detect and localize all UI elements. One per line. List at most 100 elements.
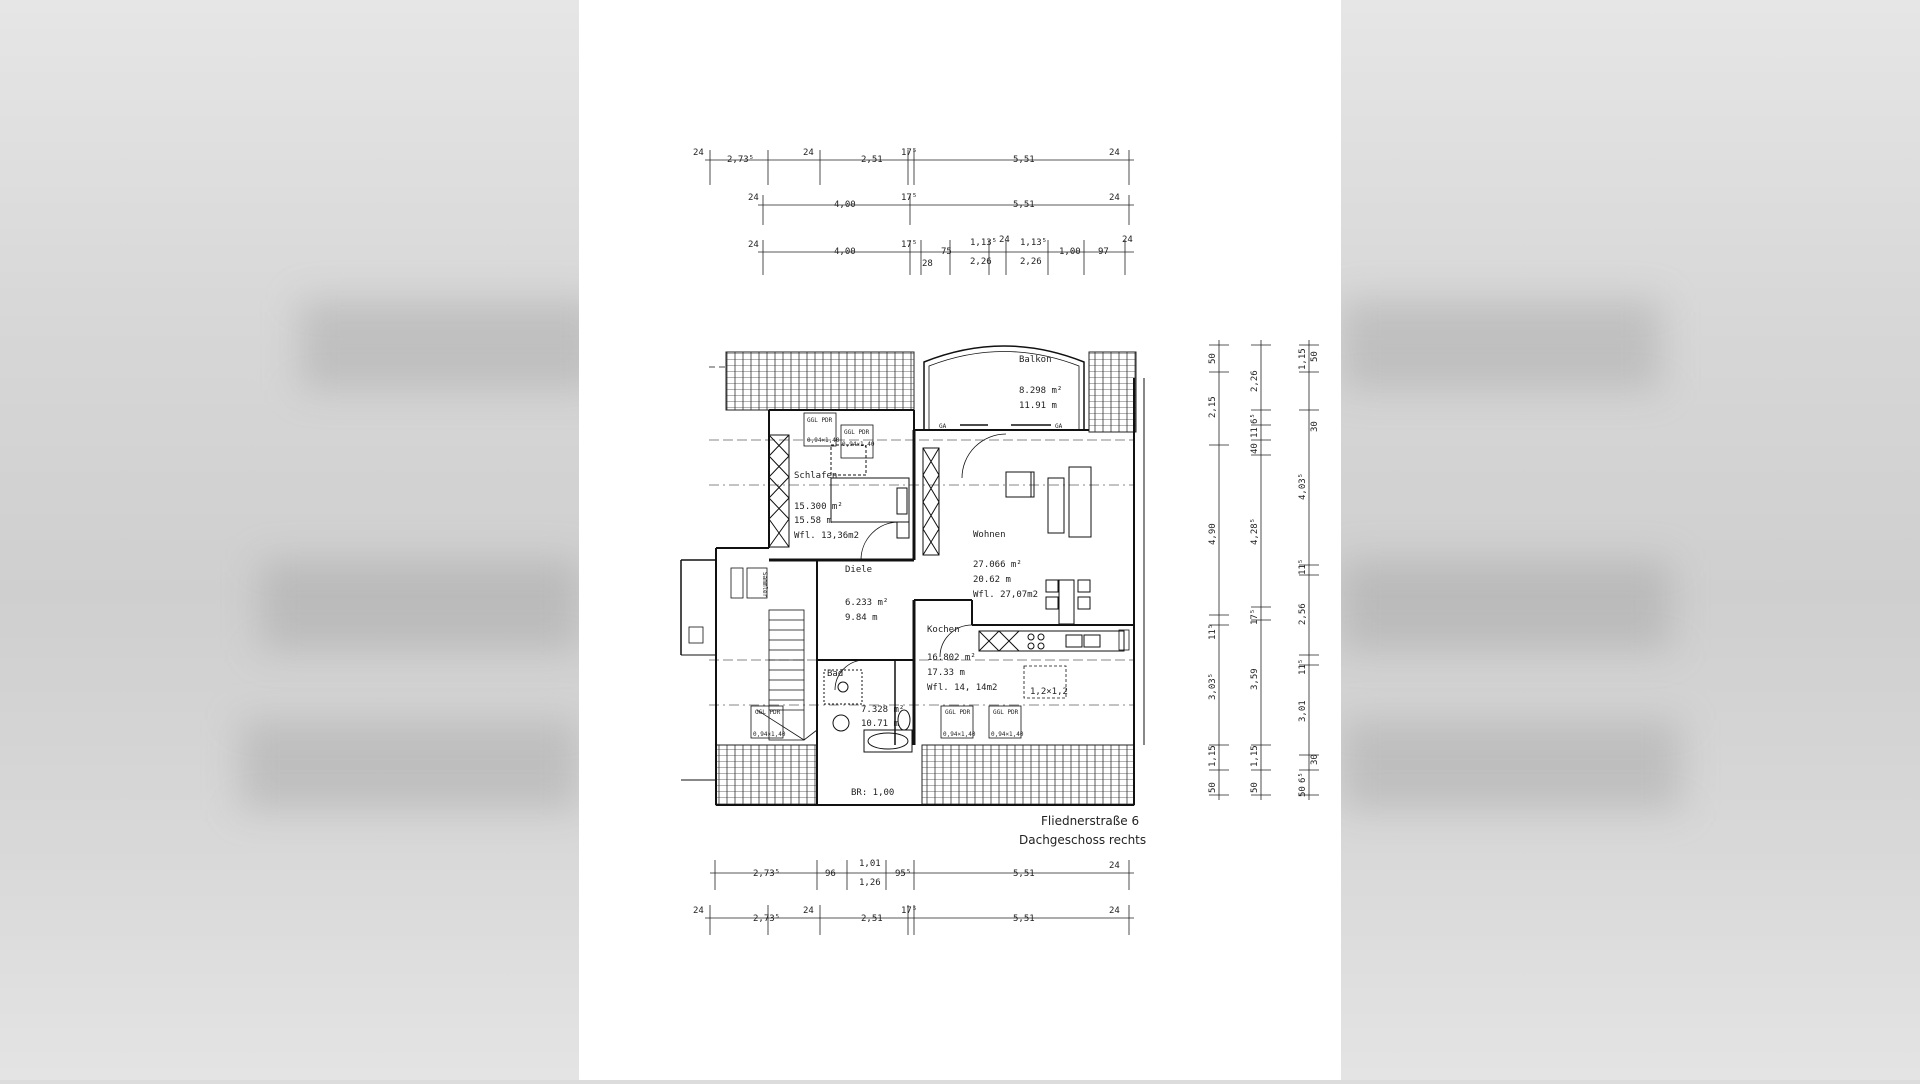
room-perimeter-balkon: 11.91 m — [1019, 401, 1057, 411]
title-floor: Dachgeschoss rechts — [1019, 833, 1146, 847]
dim-label: 4,28⁵ — [1250, 518, 1260, 545]
window-size: 0,94×1,40 — [807, 437, 840, 444]
dim-label: 50 — [1208, 782, 1218, 793]
dim-label: 4,00 — [834, 200, 856, 210]
dim-label: 3,59 — [1250, 668, 1260, 690]
dim-label: 2,73⁵ — [753, 869, 780, 879]
blurred-background-right — [1341, 0, 1920, 1080]
dim-label: 17⁵ — [901, 240, 917, 250]
window-size: 0,94×1,40 — [753, 731, 786, 738]
dim-label: 1,13⁵ — [1020, 238, 1047, 248]
bedroom-furniture — [830, 444, 910, 561]
stair-note: Sammler — [761, 572, 768, 598]
dim-label: 1,15 — [1298, 348, 1308, 370]
dim-label: 11 — [1250, 427, 1260, 438]
dim-label: 24 — [999, 235, 1010, 245]
right-dimension-text: 50 2,15 4,90 11⁵ 3,03⁵ 1,15 50 2,26 6⁵ 1… — [1208, 348, 1320, 797]
dim-label: 3,03⁵ — [1208, 673, 1218, 700]
dim-label: 50 — [1310, 351, 1320, 362]
dim-label: 24 — [1109, 861, 1120, 871]
dim-label: 24 — [1122, 235, 1133, 245]
window-label: GGL PDR — [844, 429, 870, 436]
room-name-kochen: Kochen — [927, 625, 960, 635]
wardrobes — [768, 434, 940, 556]
dim-label: 5,51 — [1013, 200, 1035, 210]
dim-label: 2,26 — [1020, 257, 1042, 267]
hatch-label: 1,2×1,2 — [1030, 687, 1068, 697]
dim-label: 50 — [1208, 353, 1218, 364]
title-street: Fliednerstraße 6 — [1041, 814, 1139, 828]
dim-label: 30 — [1310, 754, 1320, 765]
window-size: 0,94×1,40 — [943, 731, 976, 738]
dim-label: 2,73⁵ — [727, 155, 754, 165]
dim-label: 1,13⁵ — [970, 238, 997, 248]
dim-label: 11⁵ — [1298, 659, 1308, 675]
dim-label: 50 — [1250, 782, 1260, 793]
dim-label: 75 — [941, 247, 952, 257]
dim-label: 1,15 — [1208, 745, 1218, 767]
dim-label: 28 — [922, 259, 933, 269]
dim-label: 1,01 — [859, 859, 881, 869]
roof-tiles — [715, 351, 1137, 806]
dim-label: 4,90 — [1208, 523, 1218, 545]
dim-label: 95⁵ — [895, 869, 911, 879]
dim-label: 24 — [693, 906, 704, 916]
window-label: GGL PDR — [945, 709, 971, 716]
dim-label: 17⁵ — [901, 148, 917, 158]
room-area-balkon: 8.298 m² — [1019, 386, 1062, 396]
room-perimeter-schlafen: 15.58 m — [794, 516, 832, 526]
dim-label: 24 — [748, 240, 759, 250]
dim-label: 2,26 — [970, 257, 992, 267]
dim-label: 11⁵ — [1298, 559, 1308, 575]
dim-label: 24 — [693, 148, 704, 158]
room-name-bad: Bad — [827, 669, 843, 679]
room-area-kochen: 16.802 m² — [927, 653, 976, 663]
dim-label: 2,56 — [1298, 603, 1308, 625]
floor-plan-drawing: 24 2,73⁵ 24 2,51 17⁵ 5,51 24 24 4,00 17⁵… — [680, 148, 1320, 935]
dimension-chain-bottom — [705, 860, 1134, 935]
dim-label: 24 — [1109, 148, 1120, 158]
room-name-wohnen: Wohnen — [973, 530, 1006, 540]
dim-label: 6⁵ — [1298, 772, 1308, 783]
br-label: BR: 1,00 — [851, 788, 894, 798]
window-label: GGL PDR — [755, 709, 781, 716]
dim-label: 40 — [1250, 443, 1260, 454]
blur-band — [1341, 300, 1661, 390]
room-name-diele: Diele — [845, 565, 872, 575]
room-name-schlafen: Schlafen — [794, 471, 837, 481]
room-name-balkon: Balkon — [1019, 355, 1052, 365]
window-size: 0,94×1,40 — [991, 731, 1024, 738]
dim-label: 17⁵ — [901, 906, 917, 916]
room-wfl-wohnen: Wfl. 27,07m2 — [973, 590, 1038, 600]
window-size: 0,94×1,40 — [842, 441, 875, 448]
door-label: GA — [1055, 423, 1063, 430]
door-label: GA — [939, 423, 947, 430]
dim-label: 24 — [803, 148, 814, 158]
dim-label: 2,73⁵ — [753, 914, 780, 924]
dim-label: 50 — [1298, 786, 1308, 797]
room-area-diele: 6.233 m² — [845, 598, 888, 608]
blur-band — [1341, 720, 1681, 810]
dim-label: 11⁵ — [1208, 624, 1218, 640]
room-perimeter-kochen: 17.33 m — [927, 668, 965, 678]
kitchen-counter — [939, 624, 1125, 658]
dim-label: 30 — [1310, 421, 1320, 432]
blur-band — [1341, 560, 1671, 650]
dim-label: 5,51 — [1013, 914, 1035, 924]
floor-plan-sheet: 24 2,73⁵ 24 2,51 17⁵ 5,51 24 24 4,00 17⁵… — [579, 0, 1341, 1080]
dim-label: 5,51 — [1013, 155, 1035, 165]
dim-label: 17⁵ — [901, 193, 917, 203]
roof-windows — [688, 412, 1130, 739]
room-perimeter-wohnen: 20.62 m — [973, 575, 1011, 585]
room-perimeter-bad: 10.71 m — [861, 719, 899, 729]
attic-hatch — [1023, 665, 1067, 699]
dim-label: 24 — [803, 906, 814, 916]
dim-label: 24 — [1109, 906, 1120, 916]
dim-label: 5,51 — [1013, 869, 1035, 879]
window-label: GGL PDR — [993, 709, 1019, 716]
dimension-chain-top — [705, 150, 1134, 275]
dim-label: 2,51 — [861, 914, 883, 924]
blurred-background-left — [0, 0, 600, 1080]
staircase — [730, 567, 818, 741]
blur-band — [300, 300, 600, 390]
